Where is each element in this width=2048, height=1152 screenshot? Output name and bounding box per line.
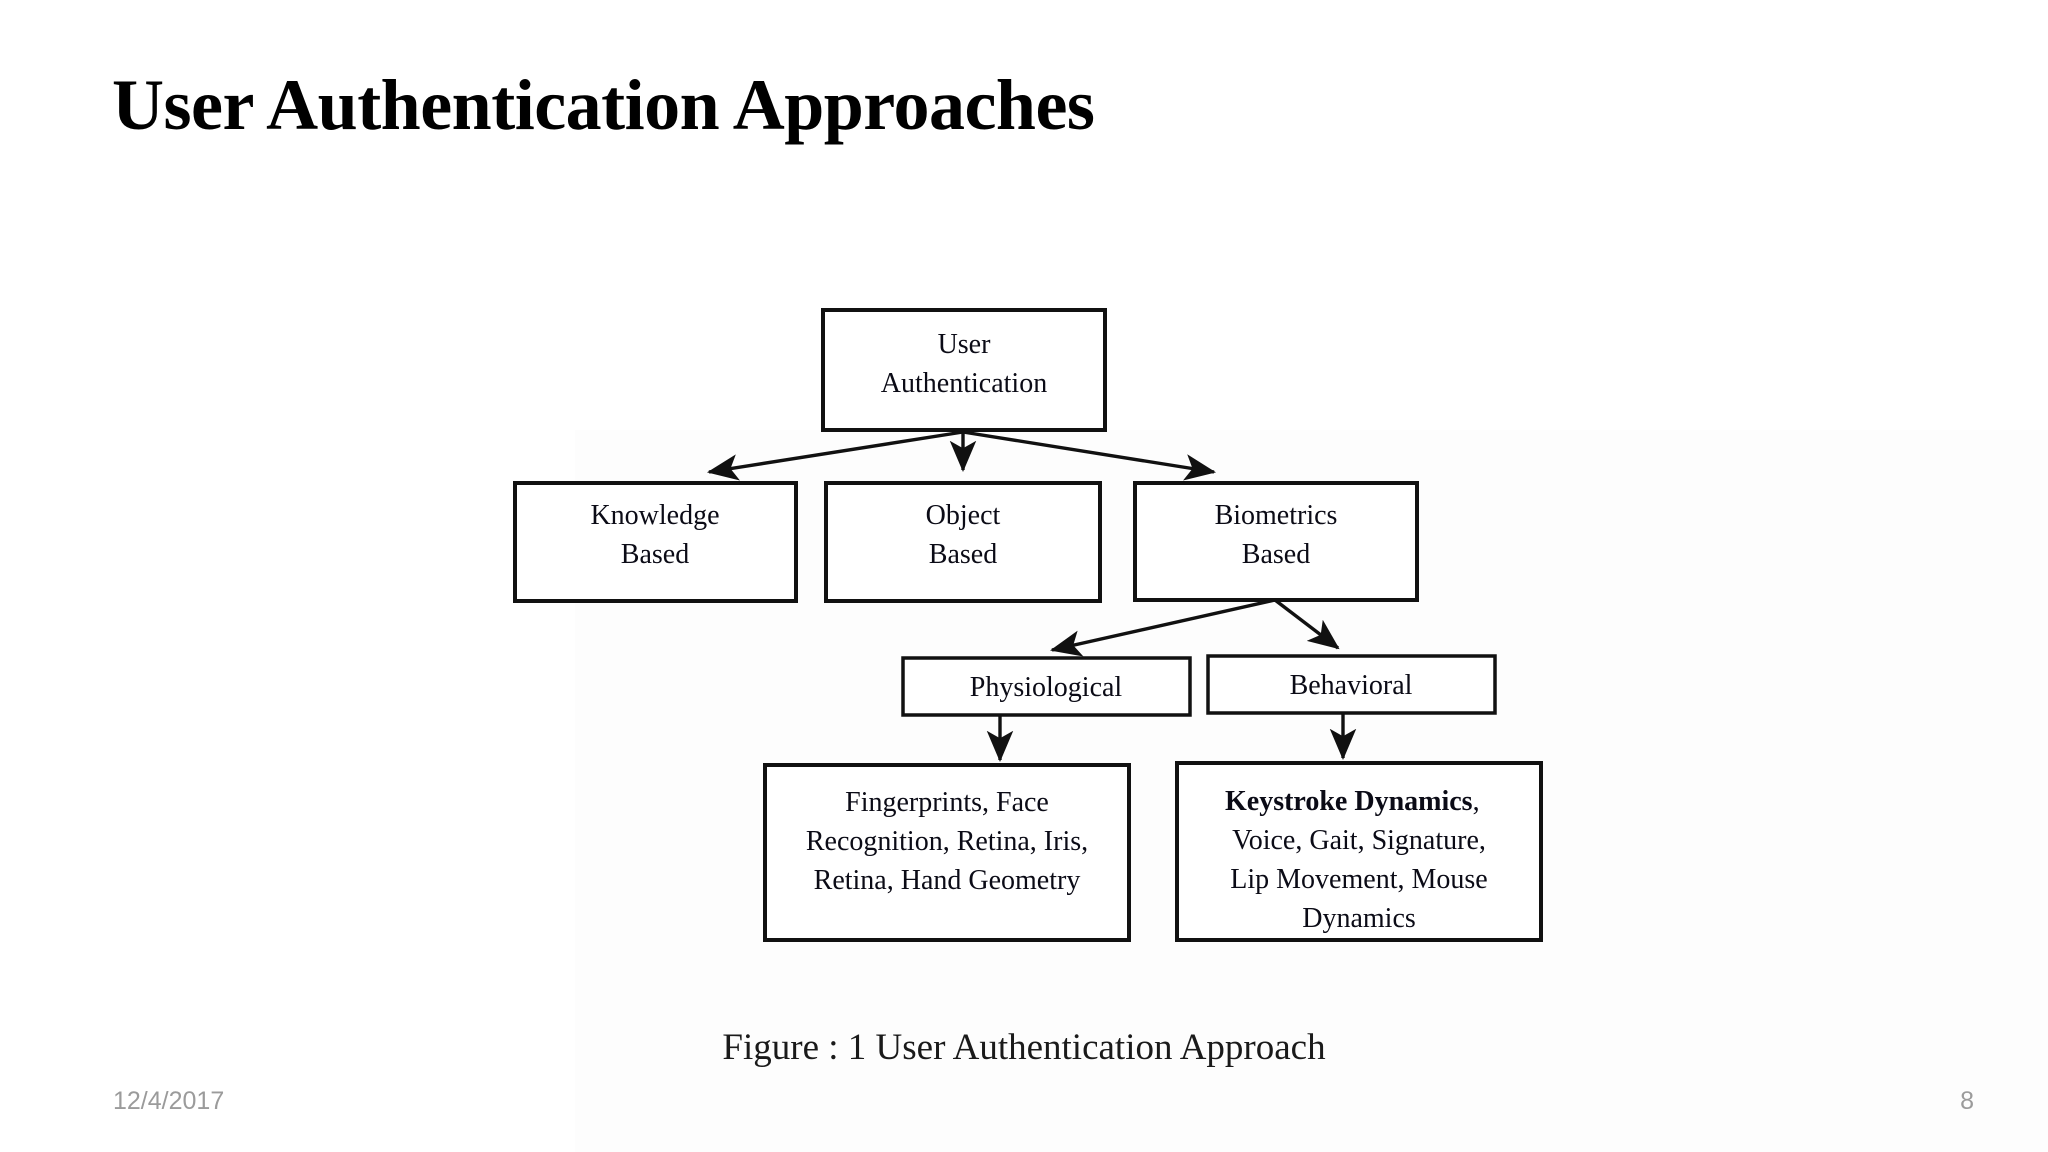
diagram-edges — [706, 430, 1357, 763]
node-object-based-line1: Object — [926, 500, 1001, 531]
node-behavioral-traits-line1: Keystroke Dynamics, — [1225, 786, 1480, 817]
node-knowledge-based-line2: Based — [621, 539, 689, 570]
edge-root-to-knowledge — [706, 430, 964, 481]
node-object-based[interactable]: Object Based — [824, 481, 1102, 603]
node-biometrics-based-line1: Biometrics — [1215, 500, 1338, 531]
footer-date: 12/4/2017 — [113, 1087, 225, 1115]
node-behavioral-traits-line3: Lip Movement, Mouse — [1230, 864, 1487, 895]
node-behavioral-traits-line2: Voice, Gait, Signature, — [1232, 825, 1486, 856]
node-knowledge-based-line1: Knowledge — [590, 500, 719, 531]
edge-biometrics-to-behavioral — [1273, 598, 1340, 650]
edge-root-to-biometrics — [962, 430, 1217, 481]
node-physiological-traits-line3: Retina, Hand Geometry — [814, 865, 1081, 896]
node-physiological-traits-line1: Fingerprints, Face — [845, 787, 1049, 818]
keystroke-dynamics-bold: Keystroke Dynamics — [1225, 786, 1473, 817]
page-title: User Authentication Approaches — [112, 65, 1095, 145]
node-behavioral[interactable]: Behavioral — [1206, 654, 1497, 715]
node-user-authentication-line2: Authentication — [881, 368, 1047, 399]
node-object-based-line2: Based — [929, 539, 997, 570]
node-knowledge-based[interactable]: Knowledge Based — [513, 481, 798, 603]
node-physiological[interactable]: Physiological — [901, 656, 1192, 717]
figure-caption: Figure : 1 User Authentication Approach — [722, 1027, 1326, 1068]
node-physiological-traits[interactable]: Fingerprints, Face Recognition, Retina, … — [763, 763, 1131, 942]
node-user-authentication-line1: User — [938, 329, 992, 360]
node-physiological-label: Physiological — [970, 672, 1123, 703]
footer-page-number: 8 — [1960, 1087, 1974, 1115]
node-user-authentication[interactable]: User Authentication — [821, 308, 1107, 432]
edge-biometrics-to-physiological — [1050, 598, 1276, 657]
node-biometrics-based[interactable]: Biometrics Based — [1133, 481, 1419, 602]
node-behavioral-traits-line4: Dynamics — [1302, 903, 1416, 934]
node-behavioral-traits[interactable]: Keystroke Dynamics, Voice, Gait, Signatu… — [1175, 761, 1543, 942]
node-physiological-traits-line2: Recognition, Retina, Iris, — [806, 826, 1088, 857]
node-biometrics-based-line2: Based — [1242, 539, 1310, 570]
keystroke-dynamics-comma: , — [1473, 786, 1480, 817]
node-behavioral-label: Behavioral — [1290, 670, 1413, 701]
